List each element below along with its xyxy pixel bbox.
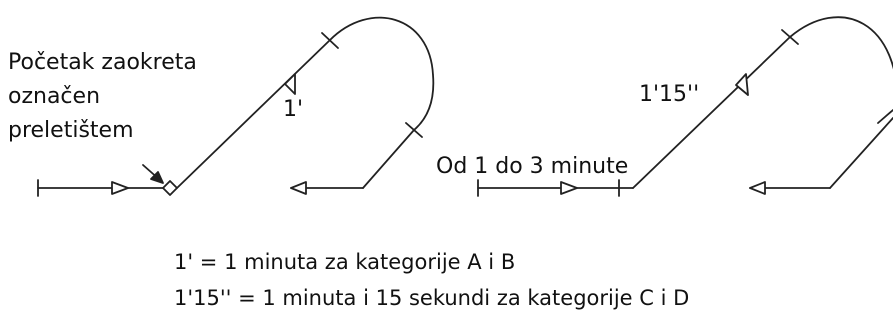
left-fix-diamond (162, 180, 178, 196)
left-outbound-leg (176, 39, 331, 189)
legend-line-1: 1' = 1 minuta za kategorije A i B (174, 250, 516, 274)
right-turn-end-tick (877, 109, 893, 124)
right-inbound-arrow (560, 181, 578, 195)
left-note-pointer-head (150, 171, 164, 184)
left-note-line1: Početak zaokreta (8, 50, 197, 75)
right-return-arrow (749, 181, 766, 195)
left-outbound-arrow (284, 73, 296, 95)
right-time-label: 1'15'' (639, 82, 700, 107)
left-inbound-arrow (111, 181, 129, 195)
right-turn-arc (789, 16, 893, 71)
legend-line-2: 1'15'' = 1 minuta i 15 sekundi za katego… (174, 286, 690, 310)
left-turn-arc (329, 16, 435, 131)
right-return-leg (829, 117, 893, 189)
right-note-label: Od 1 do 3 minute (436, 154, 629, 179)
left-note-line2: označen (8, 84, 101, 109)
right-outbound-leg (632, 36, 791, 189)
left-procedure (37, 16, 435, 197)
left-note-line3: preletištem (8, 118, 134, 143)
right-procedure (477, 16, 893, 197)
left-time-label: 1' (283, 97, 304, 122)
right-outbound-arrow (735, 73, 749, 96)
left-return-arrow (290, 181, 307, 195)
left-return-leg (362, 129, 415, 189)
